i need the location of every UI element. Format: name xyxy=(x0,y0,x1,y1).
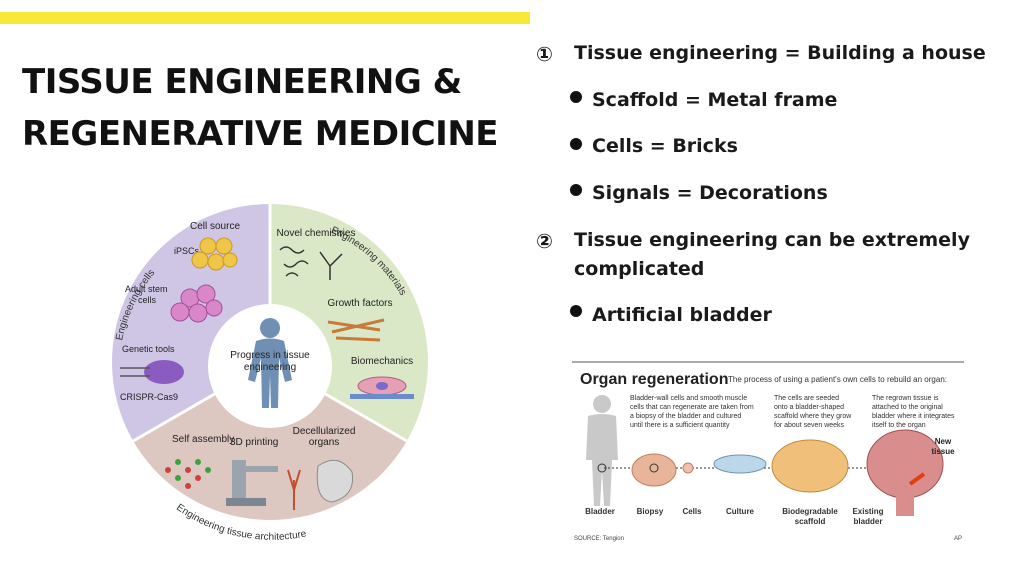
ap-credit: AP xyxy=(954,536,962,542)
self-assembly-icon xyxy=(165,459,211,489)
chemistry-molecules-icon xyxy=(279,246,343,280)
svg-text:for about seven weeks: for about seven weeks xyxy=(774,422,845,429)
label-culture: Culture xyxy=(726,507,755,516)
bullet-signals: Signals = Decorations xyxy=(592,182,828,204)
label-existing-2: bladder xyxy=(854,517,883,526)
label-scaffold-1: Biodegradable xyxy=(782,507,838,516)
label-cells: Cells xyxy=(682,507,702,516)
label-ipscs: iPSCs xyxy=(174,246,200,256)
center-label-line-2: engineering xyxy=(244,362,296,373)
bullet-dot xyxy=(570,305,582,317)
svg-text:The cells are seeded: The cells are seeded xyxy=(774,395,839,402)
label-adult-stem-1: Adult stem xyxy=(125,284,168,294)
label-decellularized-1: Decellularized xyxy=(293,426,356,437)
stem-cells-icon xyxy=(170,284,223,323)
culture-dish-icon xyxy=(713,454,767,474)
point-2-line-2: complicated xyxy=(574,258,705,280)
cells-icon xyxy=(682,462,694,474)
figure-title: Organ regeneration xyxy=(580,371,728,388)
growth-factor-fibers-icon xyxy=(327,318,385,342)
label-cell-source: Cell source xyxy=(190,221,240,232)
biomechanics-cell-icon xyxy=(350,376,414,399)
bladder-marker xyxy=(597,463,607,473)
center-label-line-1: Progress in tissue xyxy=(230,350,310,361)
label-biopsy: Biopsy xyxy=(637,507,664,516)
bullet-artificial-bladder: Artificial bladder xyxy=(592,304,772,326)
label-novel-chemistries: Novel chemistries xyxy=(277,228,356,239)
svg-text:a biopsy of the bladder and cu: a biopsy of the bladder and cultured xyxy=(630,413,741,420)
bullet-dot xyxy=(570,91,582,103)
human-figure-icon xyxy=(248,318,292,408)
label-crispr: CRISPR-Cas9 xyxy=(120,392,178,402)
label-genetic-tools: Genetic tools xyxy=(122,344,175,354)
tissue-engineering-wheel: Engineering cells Engineering materials … xyxy=(112,204,428,543)
3d-printer-icon xyxy=(226,460,301,510)
biodegradable-scaffold-icon xyxy=(771,439,849,493)
label-biomechanics: Biomechanics xyxy=(351,356,413,367)
step-description-1: Bladder-wall cells and smooth muscle cel… xyxy=(630,395,754,429)
svg-text:until there is a sufficient qu: until there is a sufficient quantity xyxy=(630,422,730,429)
label-adult-stem-2: cells xyxy=(138,295,157,305)
svg-text:onto a bladder-shaped: onto a bladder-shaped xyxy=(774,404,844,411)
label-scaffold-2: scaffold xyxy=(795,517,826,526)
svg-text:scaffold where they grow: scaffold where they grow xyxy=(774,413,852,420)
label-existing-1: Existing xyxy=(852,507,883,516)
organ-regeneration-figure: Organ regeneration The process of using … xyxy=(572,361,964,542)
label-decellularized-2: organs xyxy=(309,437,340,448)
bullet-dot xyxy=(570,138,582,150)
yellow-accent-bar xyxy=(0,12,530,24)
svg-text:bladder where it integrates: bladder where it integrates xyxy=(872,413,955,420)
figure-subtitle: The process of using a patient's own cel… xyxy=(728,375,947,384)
step-description-3: The regrown tissue is attached to the or… xyxy=(872,395,955,429)
label-new-tissue-2: tissue xyxy=(931,447,955,456)
crispr-icon xyxy=(120,360,184,384)
svg-text:The regrown tissue is: The regrown tissue is xyxy=(872,395,939,402)
label-new-tissue-1: New xyxy=(935,437,952,446)
point-2-line-1: Tissue engineering can be extremely xyxy=(574,229,970,251)
bullet-dot xyxy=(570,184,582,196)
ipsc-cells-icon xyxy=(191,237,238,271)
svg-text:attached to the original: attached to the original xyxy=(872,404,943,411)
label-3d-printing: 3D printing xyxy=(230,437,278,448)
point-1-marker: ① xyxy=(536,42,553,66)
point-2-marker: ② xyxy=(536,229,553,253)
label-bladder: Bladder xyxy=(585,507,615,516)
label-self-assembly: Self assembly xyxy=(172,434,234,445)
svg-text:cells that can regenerate are: cells that can regenerate are taken from xyxy=(630,404,754,411)
bullet-scaffold: Scaffold = Metal frame xyxy=(592,89,838,111)
point-1-text: Tissue engineering = Building a house xyxy=(574,42,986,64)
bullet-cells: Cells = Bricks xyxy=(592,135,738,157)
title-line-2: REGENERATIVE MEDICINE xyxy=(22,114,499,154)
label-growth-factors: Growth factors xyxy=(327,298,392,309)
svg-text:itself to the organ: itself to the organ xyxy=(872,422,926,429)
source-credit: SOURCE: Tengion xyxy=(574,536,624,542)
patient-silhouette-icon xyxy=(586,395,618,506)
step-description-2: The cells are seeded onto a bladder-shap… xyxy=(774,395,852,429)
decellularized-organ-icon xyxy=(316,459,354,503)
regrown-bladder-icon xyxy=(866,429,944,516)
svg-text:Bladder-wall cells and smooth: Bladder-wall cells and smooth muscle xyxy=(630,395,747,402)
title-line-1: TISSUE ENGINEERING & xyxy=(22,62,462,102)
biopsy-tissue-icon xyxy=(631,453,677,487)
slide-title: TISSUE ENGINEERING & REGENERATIVE MEDICI… xyxy=(22,56,522,160)
